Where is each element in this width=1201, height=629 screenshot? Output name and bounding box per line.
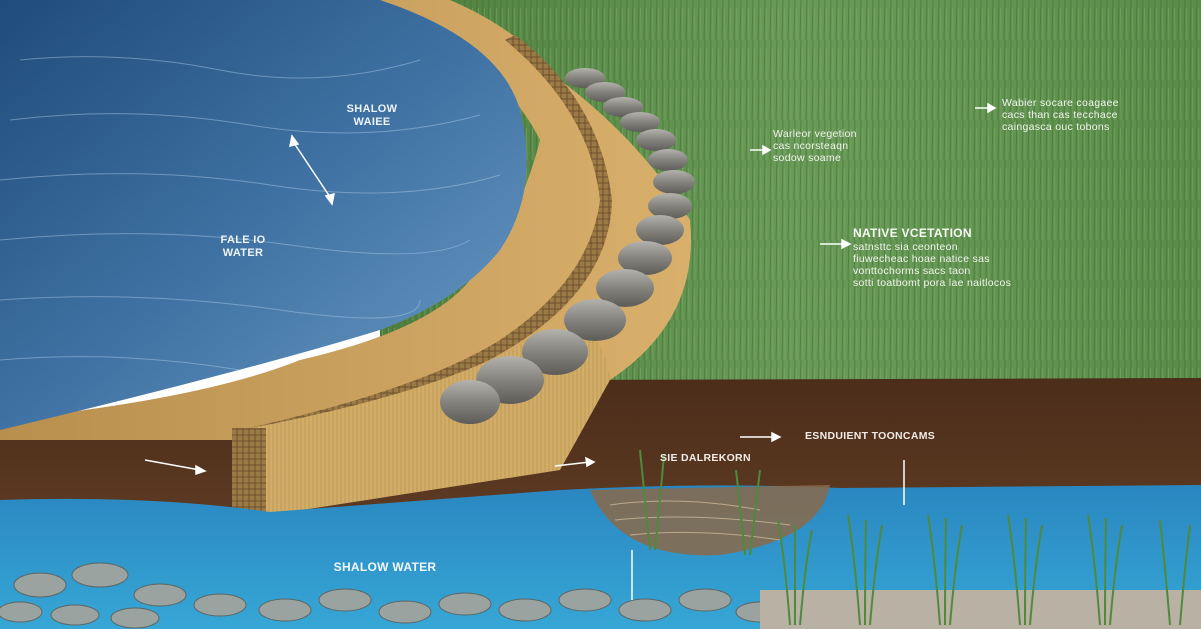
coir-log xyxy=(565,68,605,88)
label-soil-center: SIE DALREKORN xyxy=(660,452,751,464)
coir-log xyxy=(653,170,695,194)
coir-log xyxy=(603,97,643,117)
annotation-arrows xyxy=(144,102,997,600)
root-lines xyxy=(609,500,791,541)
coir-log xyxy=(648,149,688,171)
coir-log xyxy=(636,129,676,151)
arrow-head xyxy=(841,238,852,250)
water-ripples xyxy=(0,56,501,371)
coir-log xyxy=(522,329,588,375)
coir-log-row xyxy=(440,68,695,424)
arrow xyxy=(554,461,591,467)
coir-log xyxy=(440,380,500,424)
deep-water xyxy=(0,0,527,430)
label-line: Wabier socare coagaee xyxy=(1002,97,1119,109)
underwater-grass xyxy=(639,449,1191,626)
arrow xyxy=(144,459,201,471)
label-line: SHALOW xyxy=(346,103,398,115)
label-line: FALE IO xyxy=(220,234,266,246)
label-line: satnsttc sia ceonteon xyxy=(853,240,958,253)
label-shallow-water-bottom: SHALOW WATER xyxy=(333,560,437,574)
label-line: Warleor vegetion xyxy=(773,128,857,140)
label-line: cas ncorsteaqn xyxy=(773,140,849,153)
root-pocket xyxy=(590,485,830,556)
label-line: vonttochorms sacs taon xyxy=(853,264,971,277)
coir-log xyxy=(585,82,625,102)
label-line: fiuwecheac hoae natice sas xyxy=(853,252,990,265)
label-line: caingasca ouc tobons xyxy=(1002,121,1110,134)
label-line: sotti toatbomt pora lae naitlocos xyxy=(853,276,1012,289)
label-line: cacs than cas tecchace xyxy=(1002,109,1118,122)
label-shallow-water-top: SHALOW WAIEE xyxy=(322,103,422,128)
burlap-edge xyxy=(240,35,612,440)
label-vegetation-left: Warleor vegetion cas ncorsteaqn sodow so… xyxy=(773,128,943,164)
fiber-column xyxy=(232,428,266,516)
arrow-head xyxy=(324,192,335,206)
label-vegetation-right: Wabier socare coagaee cacs than cas tecc… xyxy=(1002,97,1192,133)
arrow-head xyxy=(762,144,772,156)
gravel-bed xyxy=(760,590,1201,629)
coir-log xyxy=(648,193,692,219)
coir-log xyxy=(564,299,626,341)
coir-log xyxy=(636,215,684,245)
label-title: NATIVE VCETATION xyxy=(853,226,972,240)
coir-log xyxy=(618,241,672,275)
coir-log xyxy=(620,112,660,132)
label-line: sodow soame xyxy=(773,152,842,165)
arrow-head xyxy=(289,134,300,148)
coir-log xyxy=(596,269,654,307)
label-line: WATER xyxy=(222,246,264,259)
arrow xyxy=(291,139,333,201)
arrow-head xyxy=(195,464,207,476)
arrow-head xyxy=(771,431,782,443)
label-soil-right: ESNDUIENT TOONCAMS xyxy=(805,430,936,442)
arrow-head xyxy=(585,456,596,468)
label-line: WAIEE xyxy=(353,115,391,128)
label-deep-water: FALE IO WATER xyxy=(198,234,288,259)
arrow-head xyxy=(987,102,997,114)
label-native-vegetation: NATIVE VCETATION satnsttc sia ceonteon f… xyxy=(853,226,1093,289)
